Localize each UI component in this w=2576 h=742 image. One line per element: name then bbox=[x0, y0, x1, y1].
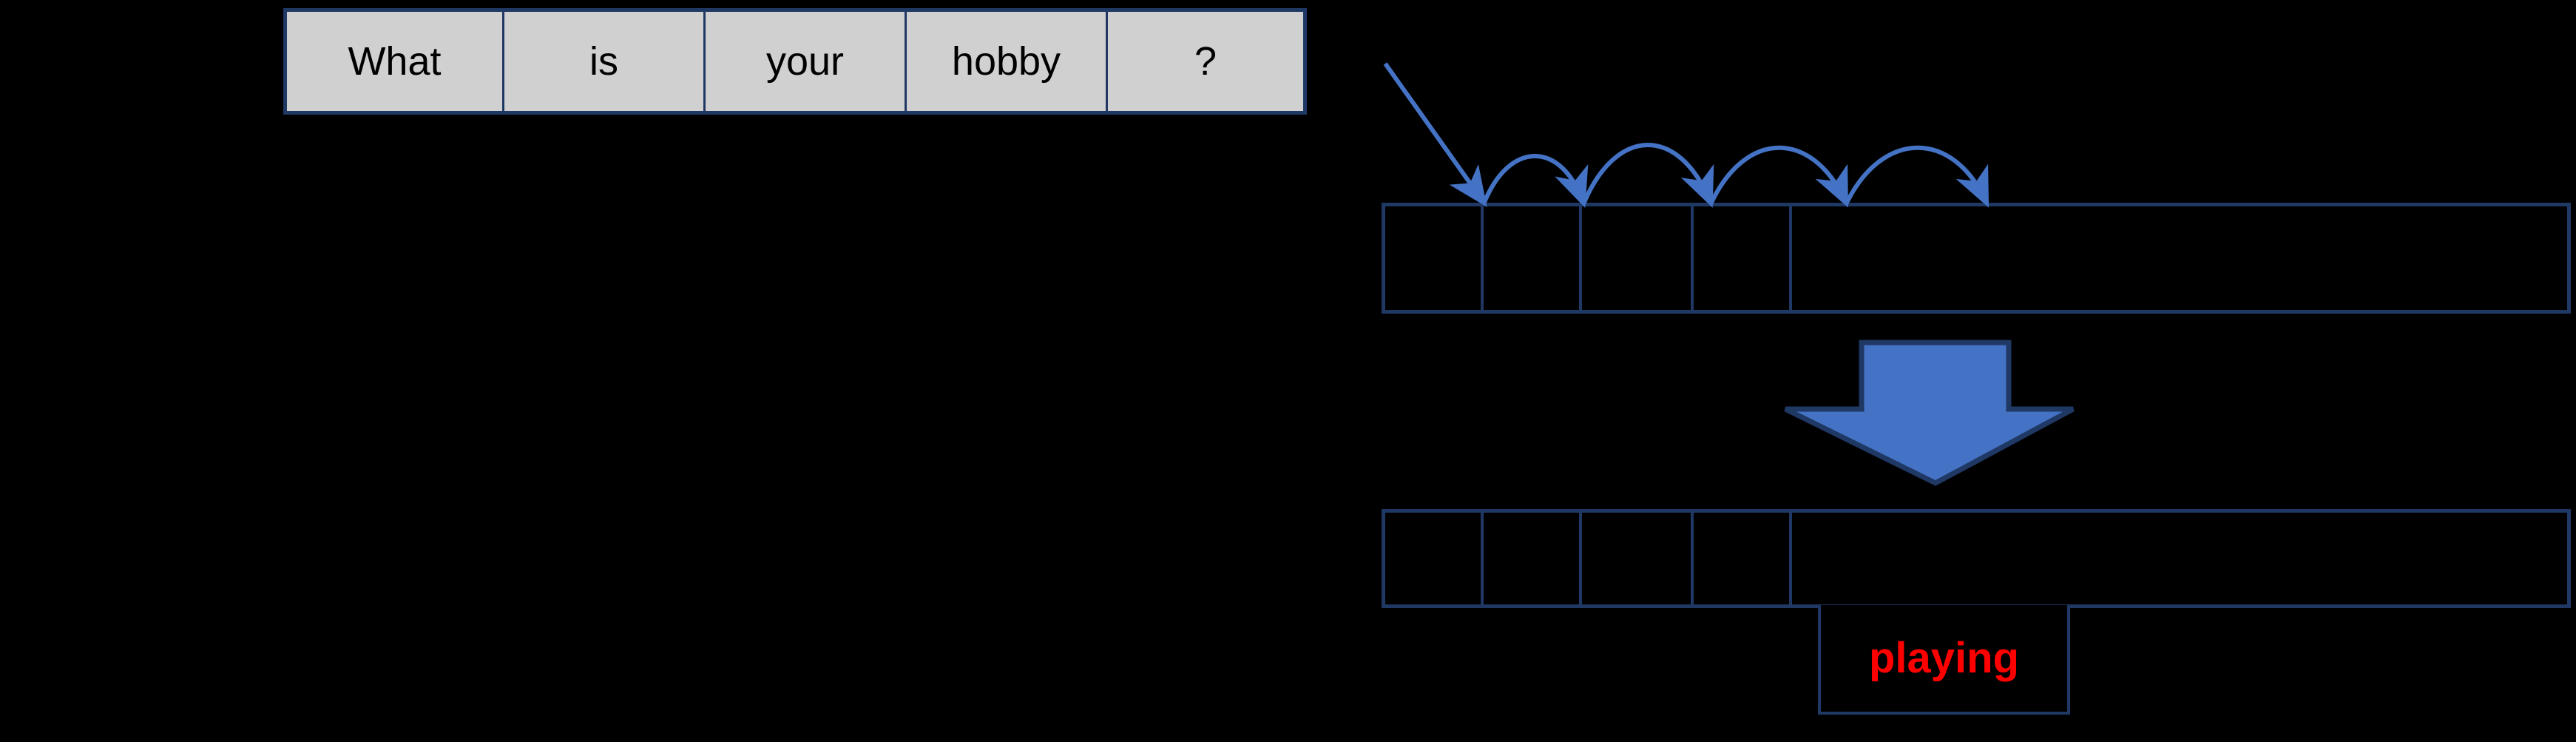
decoder-slot-cell[interactable] bbox=[1694, 513, 1792, 604]
hop-arrow-2 bbox=[1581, 143, 1714, 208]
input-token-cell[interactable]: hobby bbox=[907, 12, 1108, 111]
encoder-slot-cell[interactable] bbox=[1694, 206, 1792, 310]
encoder-slot-cell[interactable] bbox=[1484, 206, 1582, 310]
output-word-cell[interactable]: playing bbox=[1818, 605, 2070, 715]
decoder-slot-cell[interactable] bbox=[1792, 513, 2567, 604]
input-token-cell[interactable]: your bbox=[706, 12, 907, 111]
input-token-cell[interactable]: What bbox=[287, 12, 504, 111]
down-arrow-icon bbox=[1784, 340, 2075, 486]
output-word-label: playing bbox=[1868, 634, 2020, 682]
hop-arrow-4 bbox=[1844, 145, 1990, 208]
decoder-slot-cell[interactable] bbox=[1385, 513, 1484, 604]
input-token-cell[interactable]: is bbox=[504, 12, 706, 111]
encoder-slot-row bbox=[1382, 203, 2571, 314]
decoder-slot-row bbox=[1382, 509, 2571, 608]
hop-arrow-1 bbox=[1481, 154, 1589, 209]
encoder-slot-cell[interactable] bbox=[1582, 206, 1694, 310]
feed-arrow bbox=[1383, 62, 1487, 207]
encoder-slot-cell[interactable] bbox=[1792, 206, 2567, 310]
hop-arrow-3 bbox=[1708, 145, 1849, 208]
decoder-slot-cell[interactable] bbox=[1484, 513, 1582, 604]
input-token-row: What is your hobby ? bbox=[283, 8, 1307, 115]
encoder-slot-cell[interactable] bbox=[1385, 206, 1484, 310]
input-token-cell[interactable]: ? bbox=[1108, 12, 1303, 111]
decoder-slot-cell[interactable] bbox=[1582, 513, 1694, 604]
